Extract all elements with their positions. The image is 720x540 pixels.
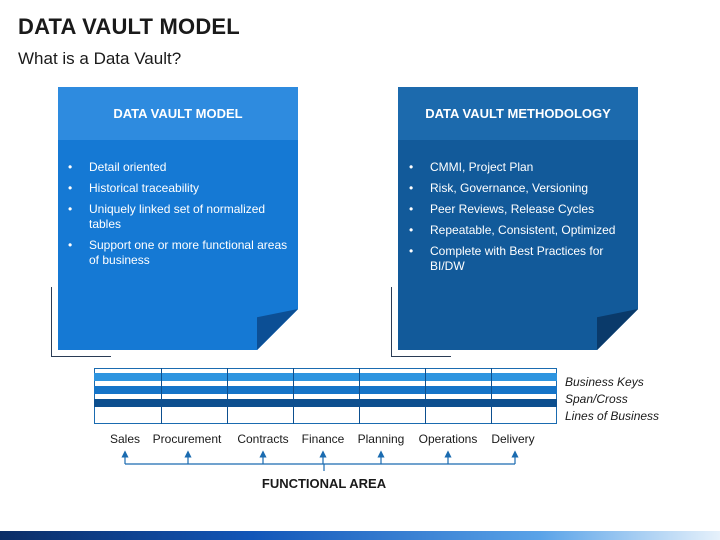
list-item: • Peer Reviews, Release Cycles [407, 202, 629, 217]
list-item-text: Uniquely linked set of normalized tables [89, 202, 266, 231]
data-vault-methodology-card-wrap: DATA VAULT METHODOLOGY • CMMI, Project Pl… [391, 87, 638, 357]
span-cross-band [94, 386, 557, 394]
band-label-business-keys: Business Keys [565, 375, 644, 389]
list-item: • Uniquely linked set of normalized table… [66, 202, 288, 232]
list-item-text: Support one or more functional areas of … [89, 238, 288, 267]
data-vault-model-card-wrap: DATA VAULT MODEL • Detail oriented • Histo… [51, 87, 298, 357]
card-header: DATA VAULT METHODOLOGY [398, 87, 638, 140]
area-label-operations: Operations [418, 432, 478, 446]
list-item-text: Risk, Governance, Versioning [430, 181, 589, 195]
card-corner-bracket [391, 287, 451, 357]
grid-divider [359, 368, 360, 424]
bullet-icon: • [409, 160, 414, 174]
bullet-icon: • [409, 223, 414, 237]
list-item-text: CMMI, Project Plan [430, 160, 534, 174]
bullet-icon: • [68, 202, 73, 216]
band-label-span-cross: Span/Cross [565, 392, 628, 406]
business-keys-band [94, 373, 557, 381]
page-title: DATA VAULT MODEL [18, 14, 240, 39]
grid-divider [161, 368, 162, 424]
area-label-sales: Sales [109, 432, 141, 446]
area-label-procurement: Procurement [152, 432, 222, 446]
card-corner-bracket [51, 287, 111, 357]
bullet-icon: • [409, 181, 414, 195]
list-item: • Support one or more functional areas of… [66, 238, 288, 268]
grid-divider [227, 368, 228, 424]
functional-area-label: FUNCTIONAL AREA [261, 476, 387, 491]
list-item-text: Peer Reviews, Release Cycles [430, 202, 595, 216]
lines-of-business-band [94, 399, 557, 407]
list-item: • Complete with Best Practices for BI/DW [407, 244, 629, 274]
list-item-text: Historical traceability [89, 181, 200, 195]
list-item: • Historical traceability [66, 181, 288, 196]
area-label-delivery: Delivery [491, 432, 535, 446]
data-vault-model-card: DATA VAULT MODEL • Detail oriented • Histo… [58, 87, 298, 350]
grid-divider [425, 368, 426, 424]
list-item: • CMMI, Project Plan [407, 160, 629, 175]
card-bullet-list: • CMMI, Project Plan • Risk, Governance, V… [407, 160, 629, 280]
list-item: • Detail oriented [66, 160, 288, 175]
footer-gradient-bar [0, 531, 720, 540]
bullet-icon: • [409, 244, 414, 258]
area-label-finance: Finance [301, 432, 345, 446]
list-item: • Repeatable, Consistent, Optimized [407, 223, 629, 238]
bullet-icon: • [68, 160, 73, 174]
area-label-planning: Planning [357, 432, 405, 446]
data-vault-methodology-card: DATA VAULT METHODOLOGY • CMMI, Project Pl… [398, 87, 638, 350]
grid-divider [293, 368, 294, 424]
band-label-lines-of-business: Lines of Business [565, 409, 660, 423]
page-subtitle: What is a Data Vault? [18, 49, 182, 68]
bullet-icon: • [68, 238, 73, 252]
list-item-text: Detail oriented [89, 160, 167, 174]
area-label-contracts: Contracts [237, 432, 289, 446]
bullet-icon: • [68, 181, 73, 195]
card-bullet-list: • Detail oriented • Historical traceabilit… [66, 160, 288, 274]
card-header: DATA VAULT MODEL [58, 87, 298, 140]
list-item-text: Repeatable, Consistent, Optimized [430, 223, 616, 237]
list-item-text: Complete with Best Practices for BI/DW [430, 244, 604, 273]
business-keys-grid [94, 368, 557, 424]
list-item: • Risk, Governance, Versioning [407, 181, 629, 196]
bullet-icon: • [409, 202, 414, 216]
grid-divider [491, 368, 492, 424]
